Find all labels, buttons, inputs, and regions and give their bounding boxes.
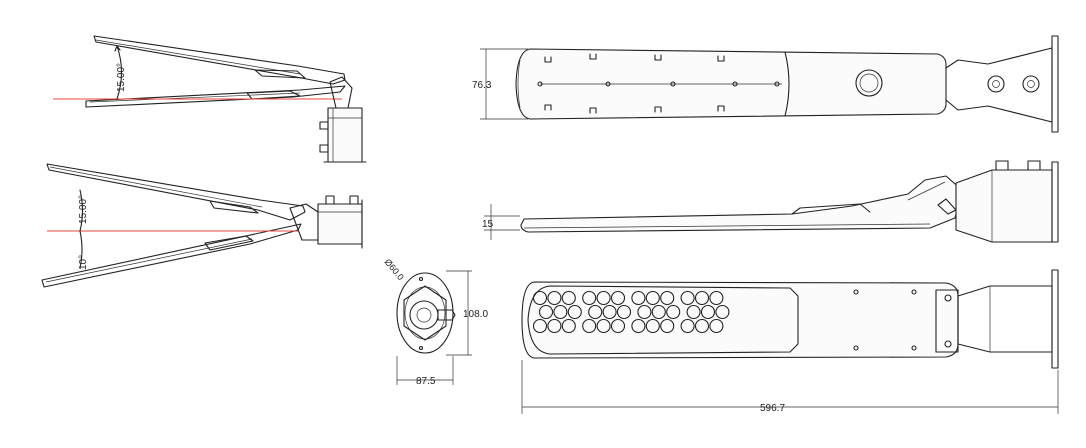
led-lens [532,318,548,334]
led-lens [532,290,548,306]
led-lens [694,290,710,306]
bracket-bolt-1 [987,75,1005,93]
led-lens [567,304,582,320]
bracket-bolt-2 [1022,75,1040,93]
led-lens [694,318,710,334]
clamp-width-label: 87.5 [416,376,436,387]
tilt-angle-label: 15.00° [116,63,127,92]
led-lens [561,290,576,306]
led-lens [596,290,611,306]
horizontal-arm [85,85,346,108]
clamp-height-label: 108.0 [463,309,488,320]
side-bracket [955,169,1053,243]
led-lens [686,304,701,320]
top-sensor [855,69,883,97]
led-lens [631,318,646,334]
led-lens [588,304,603,320]
clamp-diameter-label: Ø60.0 [382,257,405,282]
led-lens [645,290,660,306]
led-lens [660,290,675,306]
led-lens [680,318,695,334]
tilt-range-view: 15.00° 10° [41,163,363,288]
led-lens [582,318,597,334]
luminaire-housing-bottom [521,281,959,359]
clamp-flange [396,272,454,354]
led-lens [582,290,597,306]
led-lens [631,290,646,306]
led-lens [553,304,568,320]
pole-bracket-side [317,203,363,245]
overall-length-label: 596.7 [760,403,785,414]
led-lens [715,304,730,320]
led-lens [709,290,724,306]
tilted-arm [93,35,346,85]
led-lens [538,304,554,320]
led-lens [700,304,716,320]
side-thickness-label: 15 [482,219,494,230]
led-lens [616,304,632,320]
top-width-label: 76.3 [472,80,492,91]
luminaire-housing-side [520,175,963,233]
clamp-end-view: Ø60.0 108.0 87.5 [382,257,488,387]
bottom-view: 596.7 [521,269,1059,414]
top-view: 76.3 [472,35,1059,133]
led-lens [547,318,562,334]
pole-bracket [327,107,363,163]
tilt-down-angle-label: 10° [78,255,89,270]
led-array [532,290,730,334]
clamp-bore [409,300,439,330]
led-lens [651,304,666,320]
led-lens [610,318,626,334]
led-lens [561,318,576,334]
led-lens [610,290,626,306]
led-lens [660,318,675,334]
led-lens [645,318,660,334]
led-lens [666,304,681,320]
led-lens [602,304,617,320]
led-lens [596,318,611,334]
led-lens [547,290,562,306]
tilt-side-view: 15.00° [53,35,367,163]
led-lens [709,318,724,334]
led-lens [680,290,695,306]
side-view: 15 [482,160,1059,243]
led-lens [637,304,652,320]
tilt-up-angle-label: 15.00° [78,195,89,224]
upper-tilt-arm [46,163,306,221]
